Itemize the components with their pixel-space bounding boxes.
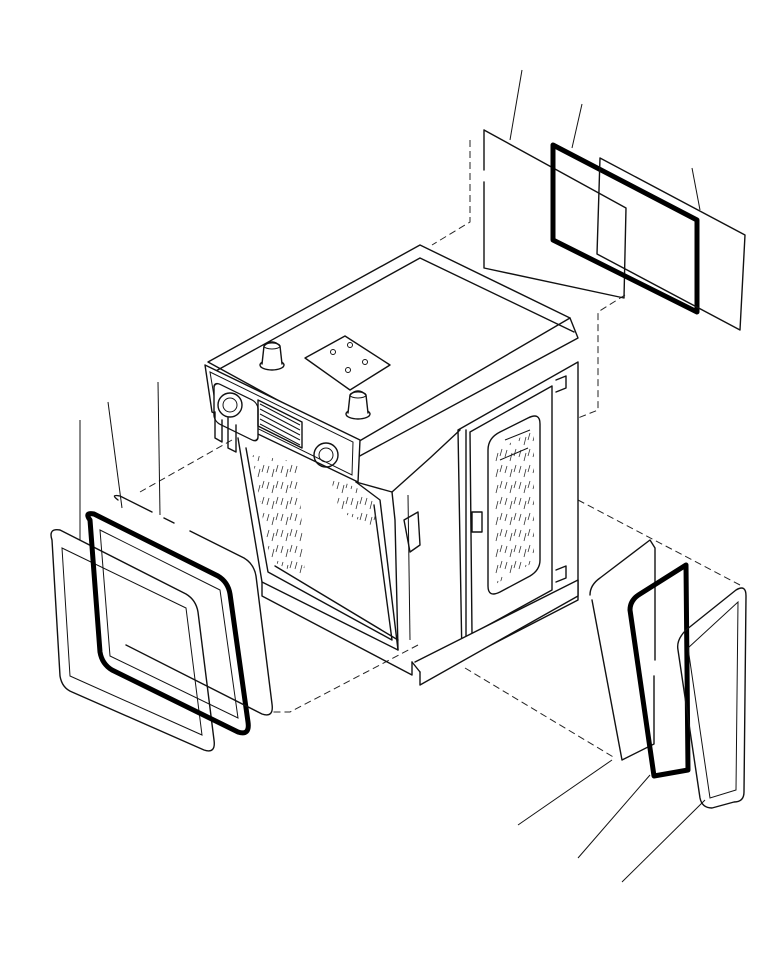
leader-line-side-glass-outline — [517, 759, 613, 826]
leader-line-rear-seal — [571, 103, 583, 149]
leader-line-rear-glass — [691, 167, 701, 211]
side-glass — [676, 587, 747, 809]
leader-line-rear-glass-outline — [509, 69, 523, 141]
front-glass — [50, 529, 215, 752]
leader-line-front-glass-outline — [157, 381, 161, 516]
side-window-set — [517, 539, 747, 883]
cab-right-side — [457, 361, 579, 661]
rear-seal — [550, 142, 700, 315]
side-glass-outline — [589, 539, 656, 761]
rear-window-set — [483, 69, 746, 331]
leader-line-front-seal — [107, 401, 123, 509]
front-seal — [85, 511, 251, 736]
side-door — [469, 385, 553, 635]
leader-line-side-glass — [621, 799, 706, 883]
cab-body — [204, 244, 579, 686]
leader-line-side-seal — [577, 774, 651, 859]
side-seal — [627, 562, 691, 779]
roof-mount-plate — [304, 335, 391, 391]
door-handle — [471, 511, 483, 533]
headlight-right — [313, 442, 339, 468]
rear-glass-outline — [483, 129, 627, 299]
front-window-set — [50, 381, 273, 752]
roof-lamp-left — [259, 341, 285, 371]
front-grille — [257, 399, 303, 449]
roof-lamp-right — [345, 390, 371, 420]
rear-glass — [596, 157, 746, 331]
cab-base-right — [414, 579, 579, 686]
assembly-guide-lines — [139, 140, 741, 759]
door-window — [487, 415, 541, 595]
